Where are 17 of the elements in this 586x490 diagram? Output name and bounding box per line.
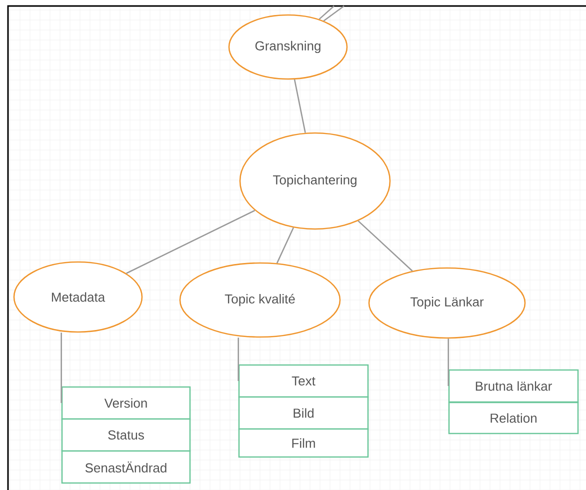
list-row: Bild [238,396,369,430]
list-row: Brutna länkar [448,369,579,403]
connector-line [276,227,294,264]
connector-line [126,210,256,274]
connector-line [323,5,344,22]
list-row: Status [61,418,191,452]
list-row: Film [238,428,369,458]
connector-line [448,338,449,386]
connector-line [238,338,239,381]
connector-line [318,6,334,20]
list-row: Relation [448,402,579,434]
list-row: Version [61,386,191,420]
connector-line [60,332,62,403]
list-row: Text [238,364,369,398]
connector-line [358,220,413,272]
list-row: SenastÄndrad [61,450,191,484]
connector-line [294,79,306,133]
